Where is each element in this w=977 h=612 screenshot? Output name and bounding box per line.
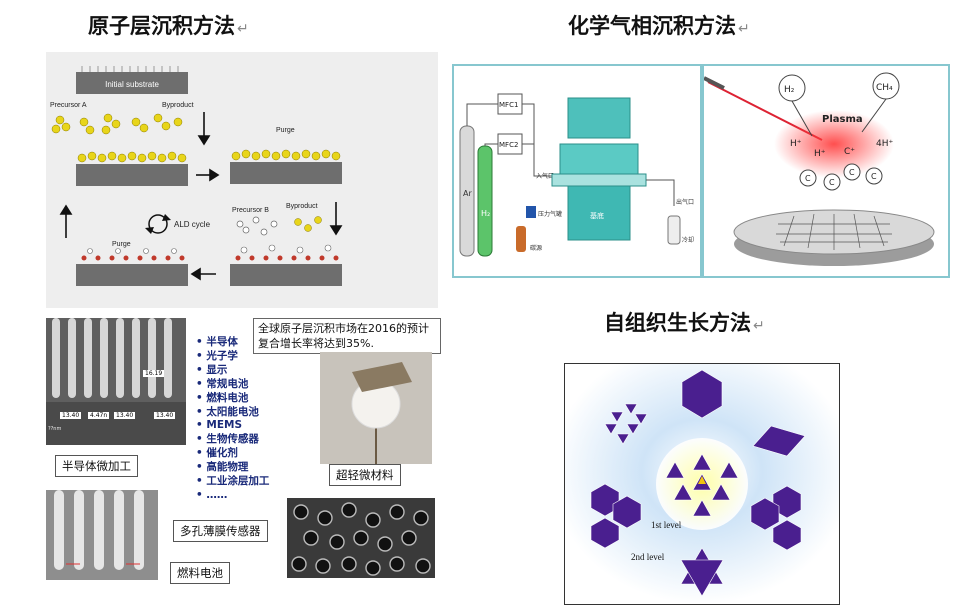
level2-label: 2nd level [631,552,665,562]
sem-label-1: 13.40 [60,412,82,419]
byproduct-top-label: Byproduct [162,102,194,109]
self-assembly-heading: 自组织生长方法↵ [604,311,765,335]
self-assembly-diagram: 1st level 2nd level [564,363,840,605]
inlet-label: 入气口 [536,172,554,180]
porous-film-image [287,498,435,578]
semiconductor-sem-image: 16.19 13.40 4.47n 13.40 13.40 ??nm [46,318,186,445]
self-assembly-svg: 1st level 2nd level [565,364,839,604]
substrate-step3 [230,244,342,286]
h2-bubble-label: H₂ [784,85,795,95]
list-item: 催化剂 [196,447,269,461]
list-item: 太阳能电池 [196,406,269,420]
caption-porous: 多孔薄膜传感器 [173,520,268,542]
initial-substrate-label: Initial substrate [105,80,159,89]
carbon-atom-3: C [849,168,855,177]
list-item: 光子学 [196,350,269,364]
list-item: 工业涂层加工 [196,475,269,489]
carbon-source-label: 碳源 [530,244,542,252]
plasma-label: Plasma [822,114,863,125]
sem-label-0: 16.19 [143,370,165,377]
cvd-apparatus-svg: Ar H₂ MFC1 MFC2 入气口 压力气罐 碳源 基底 出气口 冷却 [459,93,694,257]
list-item: 燃料电池 [196,392,269,406]
sem-label-4: 13.40 [154,412,176,419]
caption-fuel-cell: 燃料电池 [170,562,230,584]
cylinder-ar-label: Ar [463,189,472,198]
sem-label-3: 13.40 [114,412,136,419]
list-item: MEMS [196,419,269,433]
sem-label-2: 4.47n [88,412,110,419]
c-plus-label: C⁺ [844,147,855,157]
ald-cycle-label: ALD cycle [174,220,211,229]
fuel-cell-sem-image [46,490,158,580]
cvd-apparatus-panel: Ar H₂ MFC1 MFC2 入气口 压力气罐 碳源 基底 出气口 冷却 [452,64,702,278]
plasma-cvd-svg: H₂ CH₄ Plasma H⁺ H⁺ C⁺ 4H⁺ C C C C [703,72,935,266]
h-plus-label-2: H⁺ [814,149,826,159]
precursor-b-molecules [236,216,278,236]
substrate-step1 [76,151,188,186]
ald-heading: 原子层沉积方法↵ [88,14,249,38]
substrate-label: 基底 [590,211,604,220]
byproduct-bottom-label: Byproduct [286,203,318,210]
list-item: 常规电池 [196,378,269,392]
substrate-purge-right [230,149,342,184]
precursor-b-label: Precursor B [232,207,269,214]
carbon-atom-2: C [829,178,835,187]
ald-cycle-icon [145,214,171,234]
h-plus-label-1: H⁺ [790,139,802,149]
carbon-atom-1: C [805,174,811,183]
caption-semiconductor: 半导体微加工 [55,455,138,477]
caption-aerogel: 超轻微材料 [329,464,401,486]
plasma-cvd-panel: H₂ CH₄ Plasma H⁺ H⁺ C⁺ 4H⁺ C C C C [702,64,950,278]
ald-arrows [59,112,343,281]
cooling-label: 冷却 [682,236,694,244]
ald-cycle-svg: Initial substrate Precursor A Byproduct [50,66,343,286]
precursor-a-label: Precursor A [50,102,87,109]
level1-label: 1st level [651,520,682,530]
substrate-purge-left [76,248,188,286]
outlet-label: 出气口 [676,198,694,206]
precursor-a-molecules [51,113,183,135]
cvd-heading: 化学气相沉积方法↵ [568,14,750,38]
ch4-bubble-label: CH₄ [876,83,893,93]
ald-cycle-diagram: Initial substrate Precursor A Byproduct [46,52,438,308]
pressure-label: 压力气罐 [538,210,562,218]
carbon-atom-4: C [871,172,877,181]
sem-scale: ??nm [48,426,62,432]
initial-substrate: Initial substrate [76,66,188,94]
list-item: 显示 [196,364,269,378]
aerogel-image [320,352,432,464]
cylinder-h2-label: H₂ [481,209,490,218]
purge-left-label: Purge [112,241,131,248]
list-item: 半导体 [196,336,269,350]
application-list: 半导体 光子学 显示 常规电池 燃料电池 太阳能电池 MEMS 生物传感器 催化… [196,336,269,503]
list-item: 高能物理 [196,461,269,475]
market-note: 全球原子层沉积市场在2016的预计复合增长率将达到35%. [253,318,441,354]
list-item: 生物传感器 [196,433,269,447]
mfc2-label: MFC2 [499,141,518,149]
four-h-plus-label: 4H⁺ [876,139,893,149]
mfc1-label: MFC1 [499,101,518,109]
byproduct-molecules [294,216,322,232]
list-item: …… [196,489,269,503]
purge-right-label: Purge [276,127,295,134]
